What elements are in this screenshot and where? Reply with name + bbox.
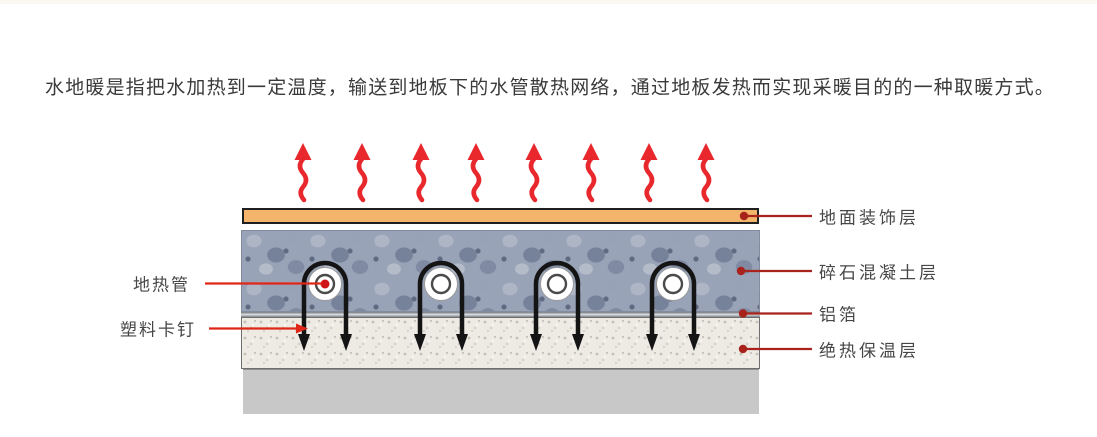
heat-arrow-icon <box>354 143 371 200</box>
gravel-concrete-layer <box>241 230 760 312</box>
heat-arrow-icon <box>413 143 430 200</box>
label-insulation: 绝热保温层 <box>819 341 919 361</box>
heat-arrow-icon <box>641 143 658 200</box>
heat-arrow-icon <box>583 143 600 200</box>
heat-arrow-icon <box>526 143 543 200</box>
base-slab-layer <box>243 369 759 414</box>
label-floor-finish: 地面装饰层 <box>819 208 919 228</box>
heat-arrow-icon <box>468 143 485 200</box>
insulation-layer <box>241 317 760 369</box>
label-aluminum-foil: 铝箔 <box>819 305 859 325</box>
page-top-strip <box>0 0 1097 4</box>
floor-finish-layer <box>242 208 759 224</box>
label-gravel-concrete: 碎石混凝土层 <box>819 263 939 283</box>
heat-arrows <box>295 143 715 200</box>
heat-arrow-icon <box>295 143 312 200</box>
description-text: 水地暖是指把水加热到一定温度，输送到地板下的水管散热网络，通过地板发热而实现采暖… <box>45 77 1056 99</box>
label-heating-pipe: 地热管 <box>133 275 190 295</box>
label-plastic-clip: 塑料卡钉 <box>120 320 196 340</box>
aluminum-foil-layer <box>241 312 760 317</box>
heat-arrow-icon <box>698 143 715 200</box>
